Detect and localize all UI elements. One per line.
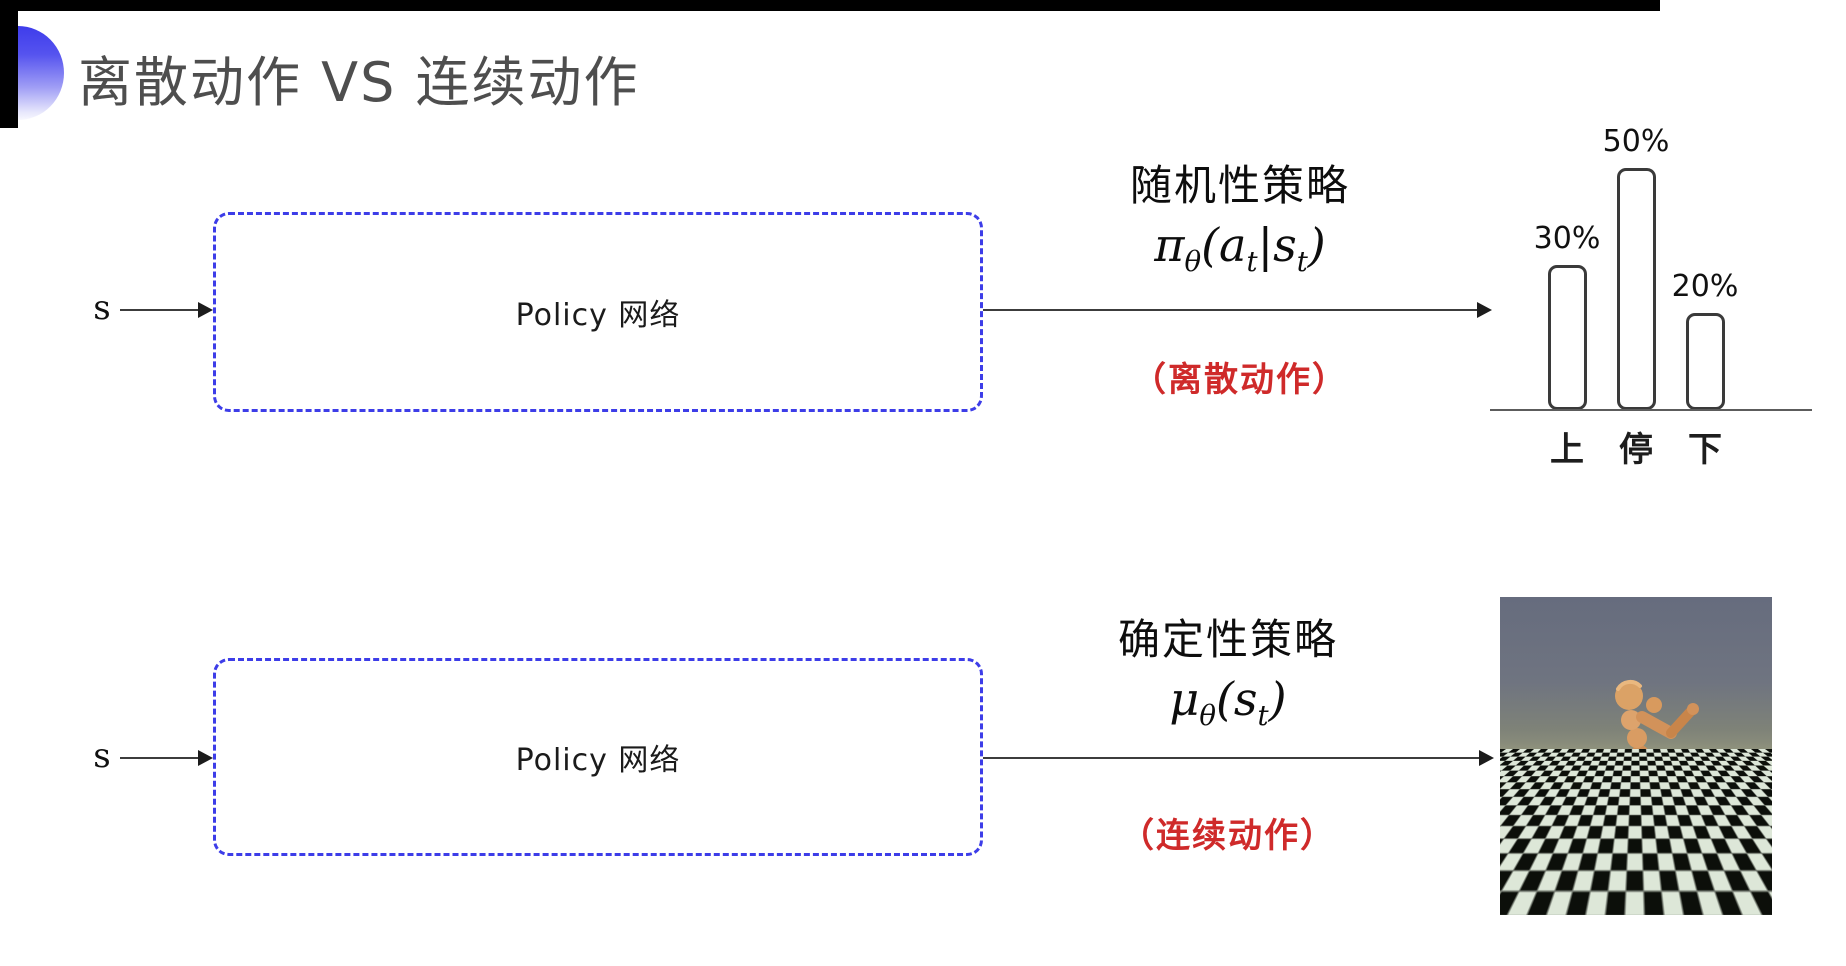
video-frame-top-edge: [0, 0, 1660, 11]
output-arrow-line: [983, 757, 1481, 759]
bar-value-label: 50%: [1602, 124, 1670, 159]
input-arrow-head-icon: [198, 302, 213, 318]
input-arrow-head-icon: [198, 750, 213, 766]
output-arrow-head-icon: [1477, 302, 1492, 318]
humanoid-robot-figure: [1584, 679, 1699, 872]
policy-network-box: Policy 网络: [213, 658, 983, 856]
bar: [1685, 313, 1725, 410]
policy-network-label: Policy 网络: [515, 298, 681, 333]
stochastic-policy-formula: πθ(at|st): [1154, 218, 1326, 279]
output-arrow-line: [983, 309, 1479, 311]
policy-network-box: Policy 网络: [213, 212, 983, 412]
bar-column: 50%: [1602, 124, 1670, 410]
title-bullet-icon: [18, 26, 64, 120]
chart-bars: 30% 50% 20%: [1533, 100, 1739, 410]
bar-column: 30%: [1533, 221, 1601, 410]
deterministic-policy-name: 确定性策略: [1117, 615, 1338, 664]
x-axis-label: 上: [1550, 430, 1584, 470]
chart-category-labels: 上停下: [1536, 422, 1736, 471]
state-input-label: s: [93, 736, 111, 776]
bar-value-label: 20%: [1671, 269, 1739, 304]
state-input-label: s: [93, 288, 111, 328]
x-axis-label: 下: [1688, 430, 1722, 470]
deterministic-policy-formula: μθ(st): [1169, 672, 1287, 733]
bar: [1616, 168, 1656, 410]
bar: [1547, 265, 1587, 410]
stochastic-policy-name: 随机性策略: [1129, 161, 1350, 210]
chart-baseline: [1490, 409, 1812, 411]
input-arrow-line: [120, 309, 200, 311]
bar-value-label: 30%: [1533, 221, 1601, 256]
x-axis-label: 停: [1619, 430, 1653, 470]
continuous-action-note: （连续动作）: [1120, 816, 1336, 856]
output-arrow-head-icon: [1479, 750, 1494, 766]
policy-network-label: Policy 网络: [515, 743, 681, 778]
humanoid-simulation-image: [1500, 597, 1772, 915]
input-arrow-line: [120, 757, 200, 759]
discrete-action-note: （离散动作）: [1132, 360, 1348, 400]
video-frame-left-edge: [0, 0, 18, 128]
page-title: 离散动作 VS 连续动作: [78, 51, 640, 114]
bar-column: 20%: [1671, 269, 1739, 410]
